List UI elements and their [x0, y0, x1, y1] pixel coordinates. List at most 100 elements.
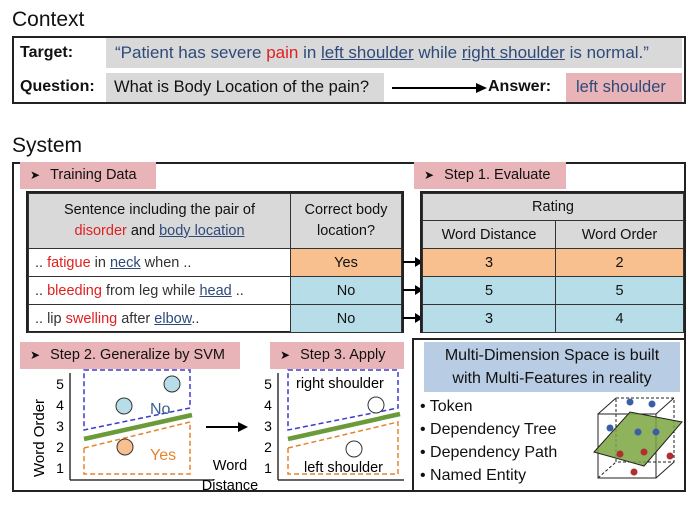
sentence-body: head: [199, 282, 232, 299]
arrowhead-icon: ➤: [280, 348, 291, 362]
arrowhead-icon: ➤: [30, 168, 41, 182]
svm-xlabel: Distance: [202, 478, 258, 494]
question-text: What is Body Location of the pain?: [114, 78, 369, 96]
rating-order-cell: 5: [555, 276, 684, 305]
left-shoulder-point: [345, 440, 363, 458]
arrowhead-icon: ➤: [30, 348, 41, 362]
no-point: [115, 397, 133, 415]
sentence-body: neck: [109, 254, 141, 271]
training-row-answer: No: [290, 276, 402, 305]
space-point-blue: [626, 398, 634, 406]
space-point-blue: [634, 428, 642, 436]
target-right-shoulder: right shoulder: [461, 43, 565, 62]
svm-ytick: 1: [56, 460, 64, 476]
training-row-answer: No: [290, 304, 402, 333]
space-point-red: [616, 450, 624, 458]
row-arrow: [403, 257, 423, 267]
row-arrows: [403, 257, 423, 323]
rating-order-cell: 2: [555, 248, 684, 277]
no-point: [163, 375, 181, 393]
feature-item-label: Named Entity: [430, 467, 527, 484]
right-shoulder-label: right shoulder: [296, 376, 384, 392]
training-row-sentence: .. lip swelling after elbow..: [28, 304, 291, 333]
separating-plane: [593, 411, 683, 467]
space-point-blue: [652, 428, 660, 436]
apply-ytick: 4: [264, 397, 272, 413]
space-point-red: [640, 448, 648, 456]
training-header-sentence: Sentence including the pair of disorder …: [28, 193, 291, 249]
svm-ytick: 3: [56, 418, 64, 434]
feature-item: • Dependency Tree: [420, 421, 557, 438]
yes-point: [116, 438, 134, 456]
question-label: Question:: [20, 78, 95, 95]
step3-tag: ➤ Step 3. Apply: [270, 342, 404, 369]
left-shoulder-label: left shoulder: [304, 460, 383, 476]
apply-plot: 1 2 3 4 5 right shoulder left shoulder: [264, 369, 404, 481]
step2-to-step3-arrow: [206, 422, 248, 432]
feature-list: • Token • Dependency Tree • Dependency P…: [420, 395, 557, 487]
sentence-body: elbow: [154, 310, 192, 327]
no-region: [83, 369, 191, 431]
multi-dim-title-line2: with Multi-Features in reality: [452, 370, 652, 387]
no-label: No: [150, 401, 171, 418]
space-point-blue: [648, 400, 656, 408]
target-disorder: pain: [266, 43, 299, 62]
sentence-pre: .. lip: [35, 310, 66, 327]
target-left-shoulder: left shoulder: [321, 43, 414, 62]
multi-dim-panel: [412, 338, 686, 492]
training-row-answer: Yes: [290, 248, 402, 277]
feature-item: • Dependency Path: [420, 444, 558, 461]
answer-text: left shoulder: [576, 78, 666, 96]
target-text: “Patient has severe pain in left shoulde…: [115, 43, 649, 63]
step3-tag-label: Step 3. Apply: [300, 347, 386, 363]
target-quote-open: “Patient has severe: [115, 43, 267, 62]
apply-ytick: 1: [264, 460, 272, 476]
step2-tag: ➤Step 2. Generalize by SVM: [20, 342, 240, 369]
space-point-red: [666, 452, 674, 460]
training-header-line2: disorder and body location: [29, 221, 290, 242]
sentence-disorder: fatigue: [47, 254, 91, 271]
answer-label: Answer:: [488, 78, 552, 95]
rating-order-cell: 4: [555, 304, 684, 333]
rating-col-distance: Word Distance: [422, 220, 556, 249]
training-row-sentence: .. bleeding from leg while head ..: [28, 276, 291, 305]
step1-tag: ➤ Step 1. Evaluate: [414, 162, 566, 189]
context-panel: [12, 36, 686, 104]
rating-title: Rating: [422, 193, 684, 221]
disorder-word: disorder: [74, 223, 127, 239]
feature-item-label: Dependency Tree: [430, 421, 557, 438]
rating-distance-cell: 3: [422, 248, 556, 277]
context-heading: Context: [12, 8, 85, 31]
apply-upper-region: [287, 369, 399, 431]
svm-ytick: 5: [56, 376, 64, 392]
feature-item-label: Token: [429, 398, 473, 415]
training-data-tag-label: Training Data: [50, 167, 137, 183]
space-point-blue: [606, 424, 614, 432]
3d-feature-space-icon: [593, 397, 683, 479]
target-label: Target:: [20, 44, 74, 61]
apply-ytick: 2: [264, 439, 272, 455]
yes-label: Yes: [150, 447, 176, 464]
yes-region: [83, 421, 191, 475]
sentence-mid: after: [117, 310, 155, 327]
svm-ylabel: Word Order: [31, 399, 48, 477]
feature-item: • Named Entity: [420, 467, 527, 484]
correct-line2: location?: [316, 223, 376, 239]
arrowhead-icon: ➤: [424, 168, 435, 182]
sentence-post: ..: [191, 310, 200, 327]
apply-lower-region: [287, 421, 399, 475]
question-text-bar: [106, 73, 384, 102]
sentence-pre: ..: [35, 282, 48, 299]
correct-line1: Correct body: [304, 202, 388, 218]
target-text-bar: [106, 38, 682, 68]
right-shoulder-point: [367, 396, 385, 414]
sentence-post: ..: [231, 282, 244, 299]
apply-ytick: 3: [264, 418, 272, 434]
svm-hyperplane: [83, 412, 193, 442]
rating-distance-cell: 5: [422, 276, 556, 305]
rating-table: Rating Word Distance Word Order 3 2 5 5 …: [422, 193, 684, 333]
svm-xlabel: Word: [213, 458, 247, 474]
space-point-red: [630, 468, 638, 476]
step1-tag-label: Step 1. Evaluate: [444, 167, 551, 183]
training-header-correct: Correct body location?: [290, 193, 402, 249]
